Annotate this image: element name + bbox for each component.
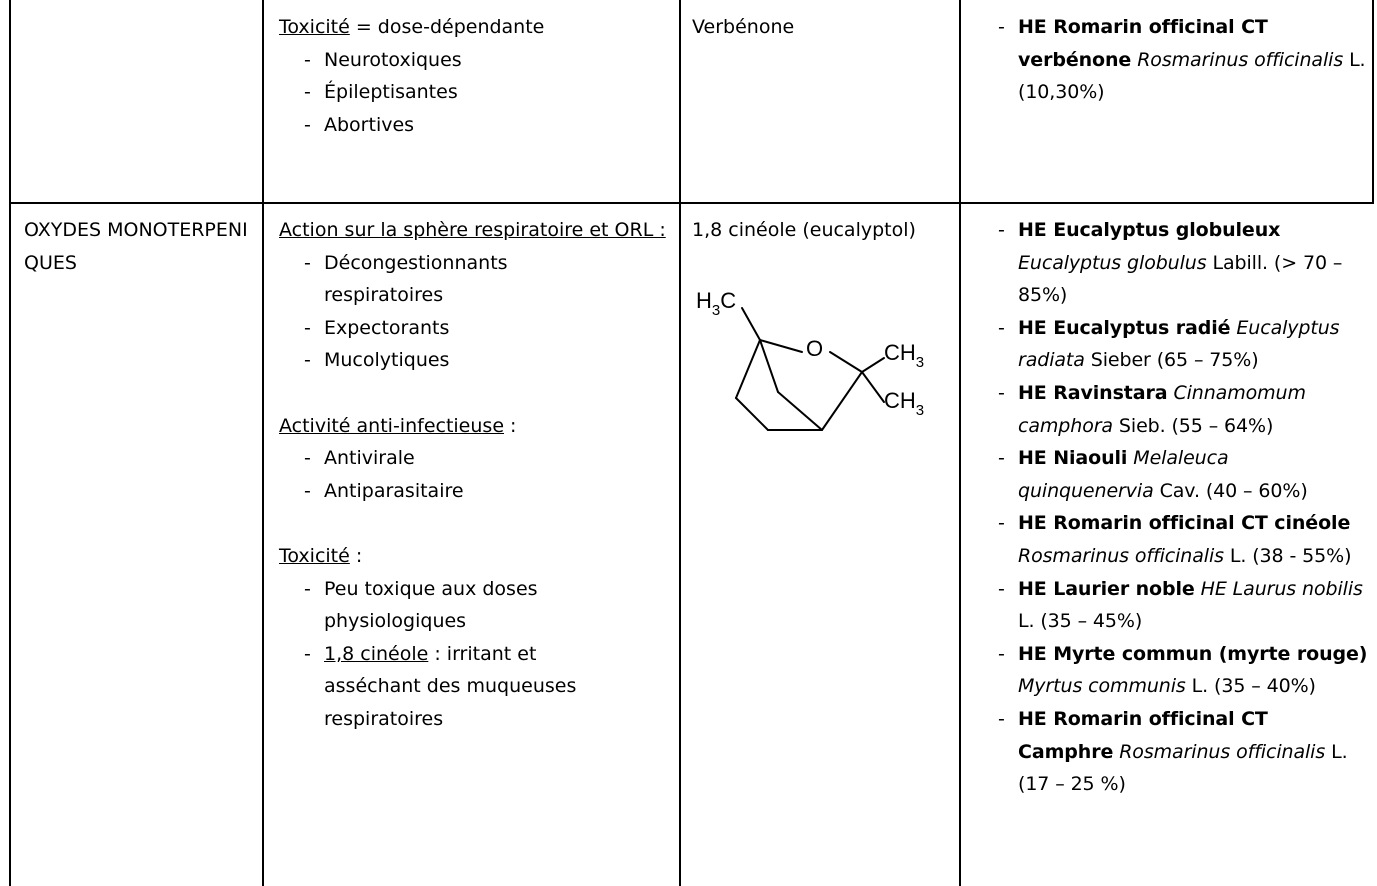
list-item: Épileptisantes bbox=[279, 76, 669, 109]
row2-family-name: OXYDES MONOTERPENIQUES bbox=[24, 219, 248, 274]
table-border-col3 bbox=[679, 0, 681, 886]
row2-molecule-cell: 1,8 cinéole (eucalyptol) bbox=[692, 214, 954, 247]
bond-c6-c1 bbox=[735, 339, 761, 399]
row2-toxicity-heading: Toxicité : bbox=[279, 544, 363, 567]
bond-c1-o bbox=[759, 339, 803, 353]
cineole-structure-diagram: H3C O CH3 CH3 bbox=[696, 288, 924, 431]
oil-item: HE Eucalyptus globuleux Eucalyptus globu… bbox=[973, 214, 1368, 312]
row2-oils-list: HE Eucalyptus globuleux Eucalyptus globu… bbox=[973, 214, 1368, 801]
row2-activity-heading: Activité anti-infectieuse : bbox=[279, 414, 517, 437]
row1-toxicity-list: Neurotoxiques Épileptisantes Abortives bbox=[279, 44, 669, 142]
row1-oils-list: HE Romarin officinal CT verbénone Rosmar… bbox=[973, 11, 1368, 109]
bond-o-c3 bbox=[829, 351, 863, 373]
table-border-col2 bbox=[262, 0, 264, 886]
list-item: 1,8 cinéole : irritant et asséchant des … bbox=[279, 638, 584, 736]
list-item: Neurotoxiques bbox=[279, 44, 669, 77]
row2-molecule-name: 1,8 cinéole (eucalyptol) bbox=[692, 219, 916, 241]
label-oxygen: O bbox=[806, 336, 823, 361]
table-row-divider bbox=[9, 202, 1374, 204]
row2-action-list: Décongestionnants respiratoires Expector… bbox=[279, 247, 671, 377]
row2-family-cell: OXYDES MONOTERPENIQUES bbox=[24, 214, 254, 279]
bond-c1-bridge bbox=[759, 339, 779, 393]
list-item: Expectorants bbox=[279, 312, 671, 345]
oil-item: HE Myrte commun (myrte rouge) Myrtus com… bbox=[973, 638, 1368, 703]
row1-molecule-name: Verbénone bbox=[692, 16, 795, 38]
list-item: Peu toxique aux doses physiologiques bbox=[279, 573, 564, 638]
row2-activity-list: Antivirale Antiparasitaire bbox=[279, 442, 671, 507]
table-border-right bbox=[1372, 0, 1374, 204]
bond-c3-ch3-upper bbox=[861, 357, 885, 373]
list-item: Décongestionnants respiratoires bbox=[279, 247, 544, 312]
list-item: Antiparasitaire bbox=[279, 475, 671, 508]
oil-item: HE Eucalyptus radié Eucalyptus radiata S… bbox=[973, 312, 1368, 377]
table-border-col4 bbox=[959, 0, 961, 886]
table-border-left bbox=[9, 0, 11, 886]
list-item: Abortives bbox=[279, 109, 669, 142]
bond-c3-ch3-lower bbox=[861, 371, 885, 403]
oil-item: HE Laurier noble HE Laurus nobilis L. (3… bbox=[973, 573, 1368, 638]
label-h3c: H3C bbox=[696, 288, 736, 319]
row2-action-heading: Action sur la sphère respiratoire et ORL… bbox=[279, 219, 666, 241]
list-item: Mucolytiques bbox=[279, 344, 671, 377]
row2-effects-cell: Action sur la sphère respiratoire et ORL… bbox=[279, 214, 671, 736]
oil-item: HE Romarin officinal CT Camphre Rosmarin… bbox=[973, 703, 1368, 801]
label-ch3-lower: CH3 bbox=[884, 388, 924, 419]
bond-ch3-c1 bbox=[741, 307, 761, 341]
bond-bridge-c4 bbox=[777, 391, 823, 431]
list-item: Antivirale bbox=[279, 442, 671, 475]
row1-toxicity-heading: Toxicité = dose-dépendante bbox=[279, 16, 545, 38]
row1-effects-cell: Toxicité = dose-dépendante Neurotoxiques… bbox=[279, 11, 669, 141]
row2-oils-cell: HE Eucalyptus globuleux Eucalyptus globu… bbox=[973, 214, 1368, 801]
label-ch3-upper: CH3 bbox=[884, 340, 924, 371]
bond-c5-c6 bbox=[735, 397, 769, 431]
oil-item: HE Romarin officinal CT cinéole Rosmarin… bbox=[973, 507, 1368, 572]
oil-item: HE Ravinstara Cinnamomum camphora Sieb. … bbox=[973, 377, 1368, 442]
oil-item: HE Niaouli Melaleuca quinquenervia Cav. … bbox=[973, 442, 1368, 507]
bond-c3-c4 bbox=[821, 371, 863, 431]
row2-toxicity-list: Peu toxique aux doses physiologiques 1,8… bbox=[279, 573, 671, 736]
oil-item: HE Romarin officinal CT verbénone Rosmar… bbox=[973, 11, 1368, 109]
row1-oils-cell: HE Romarin officinal CT verbénone Rosmar… bbox=[973, 11, 1368, 109]
row1-molecule-cell: Verbénone bbox=[692, 11, 952, 44]
